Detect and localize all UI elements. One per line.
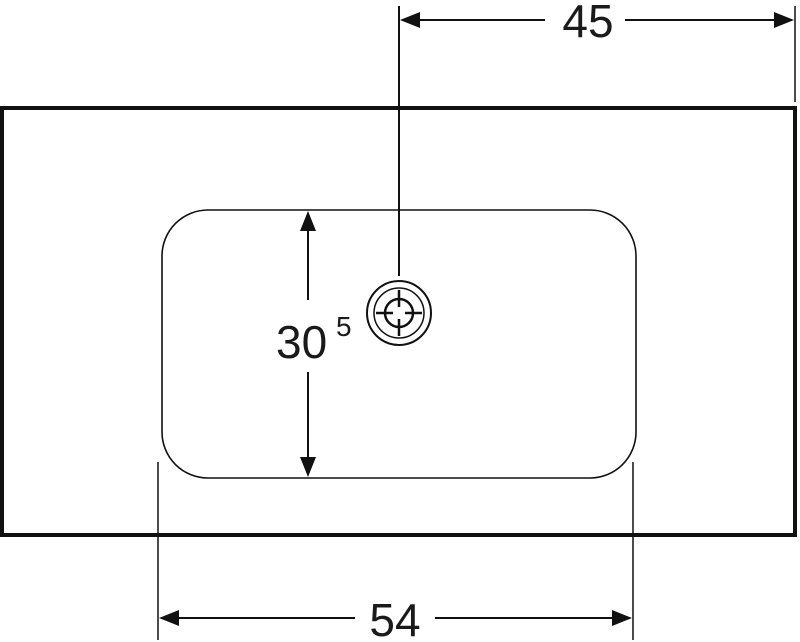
top-width-label: 45 xyxy=(562,0,613,47)
basin-depth-superscript: 5 xyxy=(336,311,352,342)
basin-depth-label: 30 xyxy=(276,316,327,368)
drain-icon xyxy=(366,280,432,346)
bottom-width-label: 54 xyxy=(369,594,420,642)
